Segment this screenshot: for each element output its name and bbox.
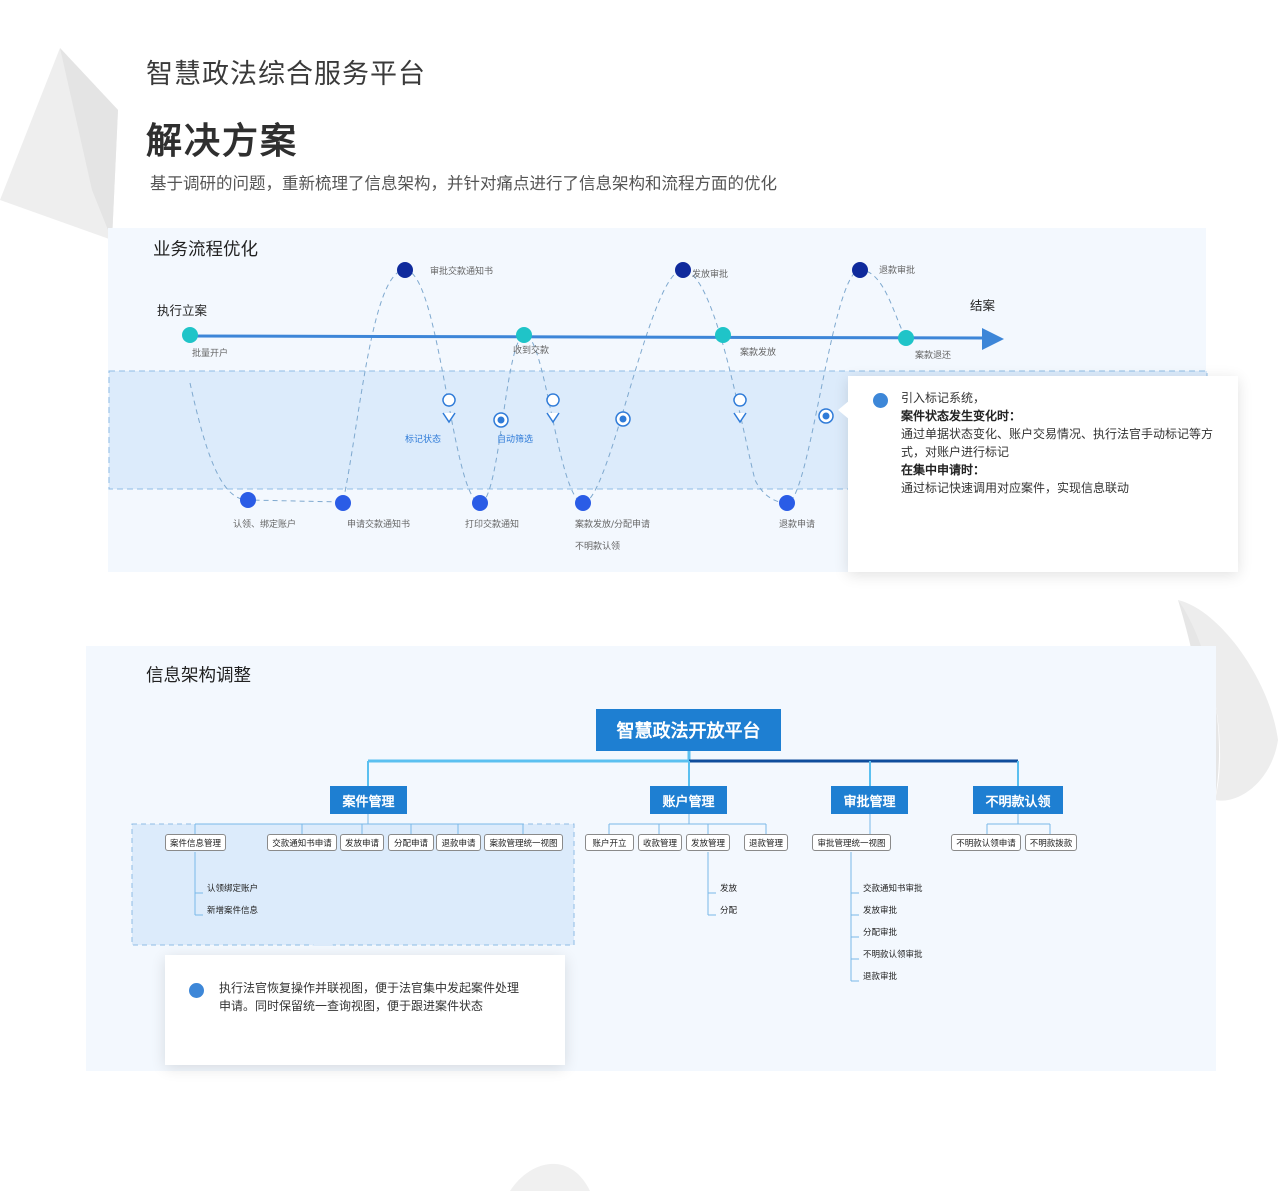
label-mark-status: 标记状态 xyxy=(405,435,442,445)
leaf-account-open: 账户开立 xyxy=(585,834,634,851)
node-fund-refund xyxy=(898,330,914,346)
label-approve-notice: 审批交款通知书 xyxy=(430,267,494,277)
label-fund-refund: 案款退还 xyxy=(915,351,952,361)
sub-allocate: 分配 xyxy=(720,906,738,916)
label-auto-filter: 自动筛选 xyxy=(497,435,534,445)
node-release-allocate-apply xyxy=(575,495,591,511)
arch-note-card: 执行法官恢复操作并联视图，便于法官集中发起案件处理申请。同时保留统一查询视图，便… xyxy=(165,955,565,1065)
sub-allocate-approval: 分配审批 xyxy=(863,928,898,938)
sub-notice-approval: 交款通知书审批 xyxy=(863,884,923,894)
flow-start-label: 执行立案 xyxy=(157,303,208,318)
sub-release: 发放 xyxy=(720,884,738,894)
label-claim-bind: 认领、绑定账户 xyxy=(233,520,297,530)
leaf-release-manage: 发放管理 xyxy=(686,834,730,851)
node-receive-payment xyxy=(516,327,532,343)
leaf-claim-fund: 不明款拨款 xyxy=(1025,834,1077,851)
sub-add-case: 新增案件信息 xyxy=(207,906,259,916)
filter-pin xyxy=(493,408,834,428)
note-body2: 通过标记快速调用对应案件，实现信息联动 xyxy=(901,481,1130,495)
sub-refund-approval: 退款审批 xyxy=(863,972,898,982)
platform-subtitle: 智慧政法综合服务平台 xyxy=(146,59,426,90)
group-account-management: 账户管理 xyxy=(650,786,727,814)
label-apply-notice: 申请交款通知书 xyxy=(347,520,411,530)
flow-note-text: 引入标记系统， 案件状态发生变化时： 通过单据状态变化、账户交易情况、执行法官手… xyxy=(901,389,1219,497)
marker-pin xyxy=(442,393,747,424)
leaf-case-info: 案件信息管理 xyxy=(165,834,226,851)
group-unidentified-claim: 不明款认领 xyxy=(973,786,1063,814)
label-print-notice: 打印交款通知 xyxy=(465,520,520,530)
note-body1: 通过单据状态变化、账户交易情况、执行法官手动标记等方式，对账户进行标记 xyxy=(901,427,1214,459)
arch-title: 信息架构调整 xyxy=(146,666,251,686)
node-claim-bind xyxy=(240,492,256,508)
flow-nodes xyxy=(182,262,914,511)
flow-title: 业务流程优化 xyxy=(153,240,258,260)
label-unidentified-claim: 不明款认领 xyxy=(575,542,621,552)
leaf-notice-apply: 交款通知书申请 xyxy=(267,834,337,851)
card-pointer xyxy=(838,400,850,420)
page-title: 解决方案 xyxy=(146,121,299,162)
arch-note-text: 执行法官恢复操作并联视图，便于法官集中发起案件处理申请。同时保留统一查询视图，便… xyxy=(219,981,520,1013)
leaf-allocate-apply: 分配申请 xyxy=(388,834,434,851)
flow-note-card: 引入标记系统， 案件状态发生变化时： 通过单据状态变化、账户交易情况、执行法官手… xyxy=(838,376,1238,572)
node-approve-notice xyxy=(397,262,413,278)
label-refund-apply: 退款申请 xyxy=(779,520,816,530)
node-apply-notice xyxy=(335,495,351,511)
label-release-allocate-apply: 案款发放/分配申请 xyxy=(575,520,651,530)
sub-claim-bind: 认领绑定账户 xyxy=(207,884,259,894)
decorative-shape-left xyxy=(0,48,118,240)
note-heading2: 在集中申请时： xyxy=(901,463,986,477)
sub-release-approval: 发放审批 xyxy=(863,906,898,916)
group-case-management: 案件管理 xyxy=(330,786,407,814)
flow-end-label: 结案 xyxy=(970,298,996,313)
node-refund-apply xyxy=(779,495,795,511)
node-batch-open xyxy=(182,327,198,343)
group-approval-management: 审批管理 xyxy=(831,786,908,814)
node-fund-release xyxy=(715,327,731,343)
leaf-approval-view: 审批管理统一视图 xyxy=(812,834,891,851)
leaf-collection: 收款管理 xyxy=(638,834,682,851)
label-refund-approval: 退款审批 xyxy=(879,266,916,276)
page-description: 基于调研的问题，重新梳理了信息架构，并针对痛点进行了信息架构和流程方面的优化 xyxy=(150,174,777,193)
main-flow-arrowhead xyxy=(982,328,1004,350)
note-bullet-icon xyxy=(873,393,888,408)
node-refund-approval xyxy=(852,262,868,278)
leaf-release-apply: 发放申请 xyxy=(340,834,384,851)
sub-claim-approval: 不明款认领审批 xyxy=(863,950,923,960)
arch-note-bullet-icon xyxy=(189,983,204,998)
leaf-claim-apply: 不明款认领申请 xyxy=(951,834,1021,851)
label-receive-payment: 收到交款 xyxy=(513,346,550,356)
arch-root-node: 智慧政法开放平台 xyxy=(596,709,781,751)
label-release-approval: 发放审批 xyxy=(692,270,729,280)
leaf-unified-view: 案款管理统一视图 xyxy=(484,834,563,851)
decorative-shape-bottom xyxy=(510,1163,590,1191)
note-heading1: 案件状态发生变化时： xyxy=(901,409,1022,423)
main-flow-line xyxy=(187,334,986,340)
label-fund-release: 案款发放 xyxy=(740,348,777,358)
leaf-refund-apply: 退款申请 xyxy=(436,834,481,851)
note-line1: 引入标记系统， xyxy=(901,391,986,405)
node-print-notice xyxy=(472,495,488,511)
leaf-refund-manage: 退款管理 xyxy=(744,834,788,851)
node-release-approval xyxy=(675,262,691,278)
label-batch-open: 批量开户 xyxy=(192,349,229,359)
